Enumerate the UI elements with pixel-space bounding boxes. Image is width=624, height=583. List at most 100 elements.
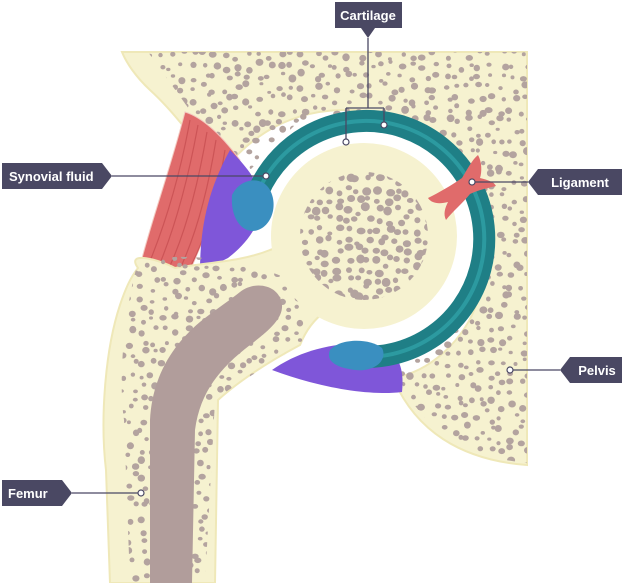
marrow-dot — [306, 393, 311, 397]
marrow-dot — [219, 375, 225, 379]
marrow-dot — [285, 530, 290, 535]
marrow-dot — [497, 406, 505, 413]
marrow-dot — [493, 150, 498, 155]
marrow-dot — [322, 55, 329, 61]
marrow-dot — [255, 454, 260, 459]
marrow-dot — [296, 52, 304, 58]
marrow-dot — [296, 550, 301, 554]
marrow-dot — [143, 405, 149, 410]
marrow-dot — [238, 385, 244, 391]
marrow-dot — [479, 397, 484, 402]
marrow-dot — [380, 407, 388, 414]
marrow-dot — [486, 169, 495, 177]
marrow-dot — [522, 341, 527, 346]
marrow-dot — [231, 277, 239, 283]
marrow-dot — [512, 221, 517, 227]
marrow-dot — [316, 225, 323, 231]
marrow-dot — [157, 360, 166, 367]
marrow-dot — [371, 64, 376, 69]
marrow-dot — [287, 427, 292, 433]
marrow-dot — [387, 254, 394, 261]
marrow-dot — [360, 417, 366, 423]
marrow-dot — [190, 61, 197, 68]
marrow-dot — [283, 452, 289, 457]
marrow-dot — [519, 210, 524, 214]
marrow-dot — [190, 78, 197, 83]
marrow-dot — [523, 147, 527, 156]
marrow-dot — [456, 140, 463, 146]
marrow-dot — [251, 391, 258, 398]
marrow-dot — [116, 300, 120, 304]
marrow-dot — [434, 361, 440, 366]
marrow-dot — [264, 408, 270, 413]
marrow-dot — [524, 331, 527, 337]
marrow-dot — [304, 460, 312, 463]
marrow-dot — [259, 82, 264, 86]
marrow-dot — [381, 277, 391, 287]
marrow-dot — [304, 389, 312, 396]
marrow-dot — [268, 61, 276, 69]
marrow-dot — [239, 126, 244, 131]
marrow-dot — [278, 401, 286, 408]
marrow-dot — [111, 294, 116, 299]
marrow-dot — [261, 398, 268, 405]
marrow-dot — [332, 440, 339, 445]
marrow-dot — [275, 424, 282, 429]
marrow-dot — [350, 216, 358, 222]
marrow-dot — [268, 417, 276, 424]
marrow-dot — [392, 277, 399, 284]
marrow-dot — [406, 459, 415, 463]
marrow-dot — [274, 519, 282, 526]
marrow-dot — [351, 136, 358, 142]
marrow-dot — [263, 432, 269, 437]
marrow-dot — [274, 349, 279, 354]
marrow-dot — [305, 410, 312, 416]
marrow-dot — [311, 395, 319, 403]
marrow-dot — [210, 102, 218, 110]
marrow-dot — [458, 400, 464, 406]
marrow-dot — [258, 502, 266, 508]
marrow-dot — [279, 452, 286, 459]
marrow-dot — [490, 281, 495, 286]
marrow-dot — [461, 412, 469, 418]
marrow-dot — [274, 331, 280, 336]
marrow-dot — [227, 527, 233, 532]
marrow-dot — [355, 335, 362, 341]
marrow-dot — [401, 190, 409, 198]
marrow-dot — [133, 389, 138, 394]
marrow-dot — [325, 186, 334, 195]
marrow-dot — [226, 75, 233, 81]
marrow-dot — [285, 337, 291, 342]
marrow-dot — [524, 304, 527, 310]
marrow-dot — [333, 87, 341, 94]
marrow-dot — [254, 409, 260, 415]
marrow-dot — [494, 371, 501, 377]
marrow-dot — [121, 352, 127, 359]
marrow-dot — [336, 239, 343, 245]
marrow-dot — [366, 236, 374, 244]
label-synovial-fluid-text: Synovial fluid — [9, 169, 94, 184]
marrow-dot — [297, 68, 305, 77]
marrow-dot — [364, 402, 372, 410]
marrow-dot — [457, 336, 463, 342]
marrow-dot — [132, 471, 140, 477]
marrow-dot — [262, 242, 271, 249]
marrow-dot — [234, 415, 240, 421]
marrow-dot — [522, 357, 527, 362]
marrow-dot — [323, 433, 332, 439]
marrow-dot — [393, 194, 402, 202]
marrow-dot — [404, 448, 410, 453]
marrow-dot — [275, 386, 281, 391]
marrow-dot — [331, 100, 338, 106]
marrow-dot — [344, 243, 354, 251]
marrow-dot — [222, 66, 231, 74]
marrow-dot — [290, 456, 298, 463]
marrow-dot — [281, 455, 287, 461]
marrow-dot — [256, 96, 264, 102]
marrow-dot — [206, 465, 211, 470]
marrow-dot — [121, 375, 127, 381]
marrow-dot — [348, 275, 355, 281]
marrow-dot — [272, 336, 280, 343]
marrow-dot — [258, 562, 265, 570]
marrow-dot — [196, 256, 202, 260]
